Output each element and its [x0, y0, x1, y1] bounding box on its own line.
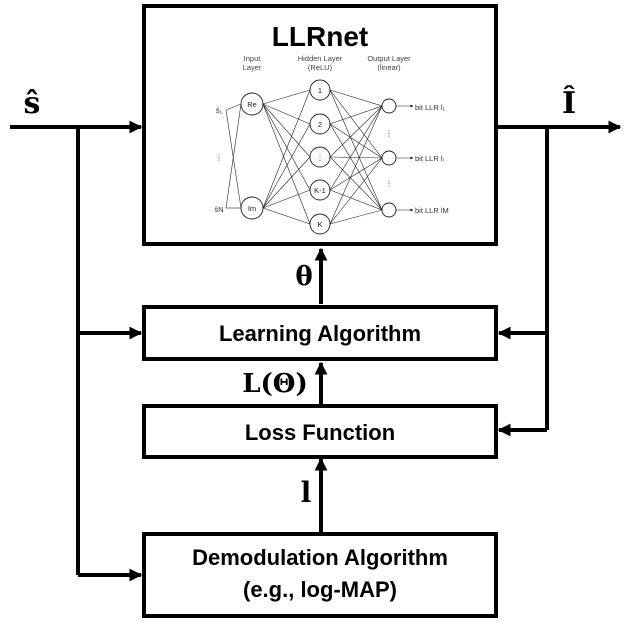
hidden-node-3	[309, 146, 331, 168]
output-node-3	[381, 202, 397, 218]
nn-edge	[329, 89, 383, 159]
output-label-middle: bit LLR lᵢ	[415, 154, 444, 163]
nn-edge	[262, 89, 311, 105]
demodulation-box	[142, 532, 498, 618]
input-layer-label-line2: Layer	[243, 63, 262, 72]
hidden-layer-label-line1: Hidden Layer	[298, 54, 343, 63]
input-node-2	[240, 196, 264, 220]
output-dots-upper: ⋮	[385, 129, 393, 138]
signal-edge	[225, 103, 242, 111]
nn-edge	[329, 156, 383, 211]
nn-edge	[329, 156, 383, 159]
nn-edge	[329, 105, 383, 158]
output-label-last: bit LLR lM	[415, 206, 449, 215]
hidden-node-4	[309, 179, 331, 201]
llrnet-title: LLRnet	[272, 21, 368, 52]
input-node-2-label: Im	[248, 204, 256, 213]
input-symbol: ŝ	[24, 86, 41, 121]
hidden-node-1	[309, 79, 331, 101]
output-node-2	[381, 150, 397, 166]
llrnet-network: LLRnet Input Layer Hidden Layer (ReLU) O…	[214, 21, 449, 235]
nn-edge	[329, 89, 383, 211]
hidden-node-1-label: 1	[318, 86, 322, 95]
hidden-node-3-label: ⋮	[316, 153, 324, 162]
output-dots-lower: ⋮	[385, 179, 393, 188]
hidden-node-4-label: K-1	[314, 186, 326, 195]
input-layer-label-line1: Input	[244, 54, 262, 63]
nn-edge	[262, 207, 311, 225]
demodulation-label: Demodulation Algorithm	[192, 545, 448, 570]
input-node-1-label: Re	[247, 100, 257, 109]
nn-edge	[262, 103, 311, 158]
nn-edge	[262, 189, 311, 209]
hidden-node-5	[309, 213, 331, 235]
nn-edge	[262, 103, 311, 191]
learning-algorithm-label: Learning Algorithm	[219, 321, 421, 346]
loss-value-label: L(Θ)	[242, 369, 308, 399]
loss-function-label: Loss Function	[245, 420, 395, 445]
nn-edge	[262, 156, 311, 209]
nn-edge	[262, 103, 311, 125]
input-signal-dots: ⋮	[215, 153, 223, 162]
nn-edge	[329, 189, 383, 211]
output-node-1	[381, 98, 397, 114]
output-layer-label-line2: (linear)	[377, 63, 401, 72]
hidden-node-2-label: 2	[318, 120, 322, 129]
theta-label: θ	[295, 262, 312, 292]
output-label-first: bit LLR l₁	[415, 103, 446, 112]
demodulation-example-label: (e.g., log-MAP)	[243, 577, 397, 602]
hidden-node-5-label: K	[317, 220, 322, 229]
output-layer-label-line1: Output Layer	[367, 54, 411, 63]
nn-edge	[329, 105, 383, 225]
input-signal-last: ŝN	[214, 205, 223, 214]
nn-edge	[329, 89, 383, 107]
output-symbol: Î	[562, 85, 576, 121]
learning-algorithm-box	[142, 305, 498, 361]
nn-edge	[329, 209, 383, 225]
nn-edge	[329, 157, 383, 191]
nn-edge	[329, 105, 383, 191]
nn-edge	[262, 103, 311, 225]
nn-edge	[329, 123, 383, 211]
loss-function-box	[142, 404, 498, 459]
input-node-1	[240, 92, 264, 116]
nn-edge	[262, 89, 311, 209]
connectors	[10, 120, 622, 582]
signal-edge	[225, 109, 242, 209]
input-signal-first: ŝ₁	[216, 106, 223, 115]
nn-edge	[329, 157, 383, 225]
l-label: l	[301, 476, 312, 509]
nn-edge	[329, 105, 383, 125]
hidden-layer-label-line2: (ReLU)	[308, 63, 333, 72]
nn-edge	[262, 123, 311, 209]
nn-edge	[329, 123, 383, 159]
signal-edge	[225, 103, 242, 209]
hidden-node-2	[309, 113, 331, 135]
